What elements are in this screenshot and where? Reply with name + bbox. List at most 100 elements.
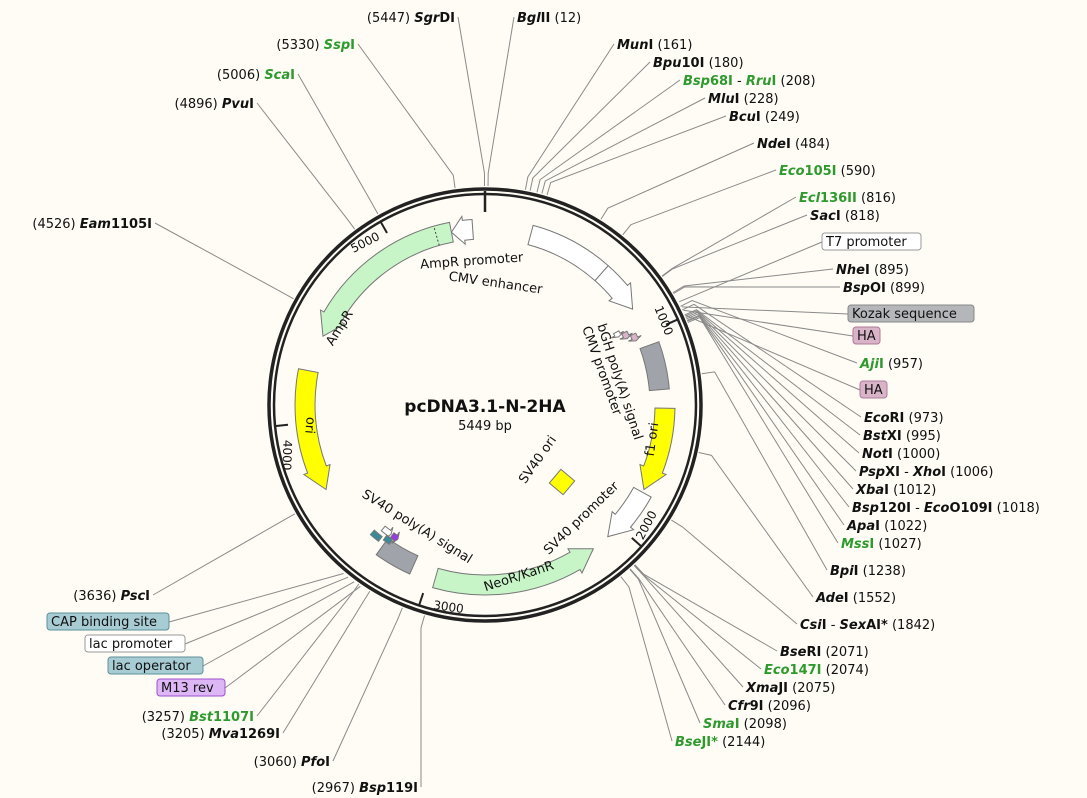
paren: ( [874,263,879,278]
enzyme-position: 3205 [166,727,199,742]
enzyme-site-xbai[interactable]: XbaI (1012) [855,483,936,498]
paren: ) [806,699,811,714]
enzyme-name-suffix: 119I [386,781,418,796]
enzyme-position: 249 [770,110,795,125]
neor-kanr-arc[interactable] [432,548,595,596]
enzyme-site-bpu10i[interactable]: Bpu10I (180) [653,56,744,71]
enzyme-site-mlui[interactable]: MluI (228) [708,92,779,107]
enzyme-site-adei[interactable]: AdeI (1552) [815,591,896,606]
enzyme-site-eam1105i[interactable]: (4526) Eam1105I [32,217,152,232]
enzyme-site-sspi[interactable]: (5330) SspI [276,38,355,53]
feature-tag-t7-promoter[interactable]: T7 promoter [821,232,922,251]
enzyme-site-bseji*[interactable]: BseJI* (2144) [675,735,765,750]
sv40-ori-mark[interactable] [548,468,576,496]
paren: ) [810,74,815,89]
feature-tag-lac-promoter[interactable]: lac promoter [84,634,186,653]
enzyme-name-suffix: 147I [790,663,822,678]
feature-tag-cap-binding-site[interactable]: CAP binding site [46,612,170,631]
enzyme-site-apai[interactable]: ApaI (1022) [846,519,927,534]
enzyme-site-bpii[interactable]: BpiI (1238) [830,564,906,579]
enzyme-site-saci[interactable]: SacI (818) [810,209,880,224]
ha-arc-1[interactable] [619,330,633,340]
enzyme-name-suffix: 9I [750,699,764,714]
feature-tag-m13-rev[interactable]: M13 rev [156,678,226,697]
enzyme-site-xmaji[interactable]: XmaJI (2075) [745,681,835,696]
feature-tag-kozak-sequence[interactable]: Kozak sequence [847,304,975,323]
enzyme-site-ecl136ii[interactable]: Ecl136II (816) [799,191,896,206]
enzyme-site-eco105i[interactable]: Eco105I (590) [779,164,876,179]
enzyme-position: 484 [800,137,825,152]
enzyme-site-ecori[interactable]: EcoRI (973) [864,411,944,426]
f1-ori-arc[interactable] [639,407,676,491]
enzyme-site-ajii[interactable]: AjiI (957) [859,357,923,372]
enzyme-position: 1006 [955,465,988,480]
enzyme-position: 2074 [831,663,864,678]
enzyme-site-sgrdi[interactable]: (5447) SgrDI [367,11,455,26]
enzyme-site-muni[interactable]: MunI (161) [617,38,692,53]
feature-tag-ha[interactable]: HA [859,380,888,399]
enzyme-position: 995 [911,429,936,444]
feature-tag-ha[interactable]: HA [852,326,881,345]
enzyme-name-italic: Ade [815,591,844,606]
enzyme-site-bcui[interactable]: BcuI (249) [729,110,800,125]
enzyme-site-mssi[interactable]: MssI (1027) [841,537,922,552]
feature-label-f1-ori[interactable]: f1 ori [643,422,663,458]
m13-rev-arc[interactable] [389,531,400,544]
feature-tag-lac-operator[interactable]: lac operator [107,656,204,675]
paren: ( [175,97,180,112]
enzyme-position: 2967 [317,781,350,796]
enzyme-site-scai[interactable]: (5006) ScaI [217,68,295,83]
paren: ) [920,281,925,296]
enzyme-site-bglii[interactable]: BglII (12) [517,11,581,26]
t7-promoter-arc[interactable] [611,330,624,339]
enzyme-site-noti[interactable]: NotI (1000) [862,447,940,462]
enzyme-site-eco147i[interactable]: Eco147I (2074) [764,663,869,678]
leader-line [698,452,814,598]
enzyme-site-bspoi[interactable]: BspOI (899) [843,281,925,296]
enzyme-site-csii-sexai*[interactable]: CsiI - SexAI* (1842) [800,618,935,633]
enzyme-name-suffix: 1107I [213,710,254,725]
enzyme-site-smai[interactable]: SmaI (2098) [703,717,787,732]
enzyme-site-mva1269i[interactable]: (3205) Mva1269I [161,727,280,742]
enzyme-name-italic: Bsp [852,501,879,516]
paren: ) [891,591,896,606]
enzyme-site-bseri[interactable]: BseRI (2071) [780,645,869,660]
enzyme-site-bstxi[interactable]: BstXI (995) [863,429,941,444]
ampr-promoter-arc[interactable] [450,215,474,246]
enzyme-name-suffix: 10I [681,56,704,71]
separator: - [911,501,924,516]
bgh-polya-arc[interactable] [639,341,670,392]
feature-label-ampr-promoter[interactable]: AmpR promoter [420,250,525,272]
paren: ( [893,483,898,498]
sv40-promoter-arc[interactable] [607,486,652,538]
feature-label-ori[interactable]: ori [301,416,317,434]
tick-mark [380,222,388,234]
enzyme-name-italic: Apa [846,519,875,534]
leader-lines [152,16,862,788]
cap-site-arc[interactable] [369,529,383,543]
enzyme-name-italic: Bpi [830,564,854,579]
enzyme-site-bsp120i-ecoo109i[interactable]: Bsp120I - EcoO109I (1018) [852,501,1040,516]
enzyme-site-cfr9i[interactable]: Cfr9I (2096) [728,699,811,714]
enzyme-name-italic: Bsp [359,781,386,796]
paren: ) [891,191,896,206]
ha-arc-2[interactable] [628,332,642,342]
enzyme-site-pvui[interactable]: (4896) PvuI [175,97,255,112]
enzyme-site-psci[interactable]: (3636) PscI [73,589,150,604]
enzyme-site-bsp119i[interactable]: (2967) Bsp119I [312,781,418,796]
enzyme-site-pfoi[interactable]: (3060) PfoI [254,755,330,770]
leader-line [297,73,379,215]
enzyme-site-pspxi-xhoi[interactable]: PspXI - XhoI (1006) [859,465,993,480]
leader-line [154,222,294,300]
enzyme-name-suffix: I [772,74,777,89]
cmv-promoter-arc[interactable] [594,264,634,310]
enzyme-site-ndei[interactable]: NdeI (484) [757,137,830,152]
enzyme-position: 208 [786,74,811,89]
ori-arc[interactable] [294,368,331,491]
enzyme-site-nhei[interactable]: NheI (895) [836,263,909,278]
ampr-arc[interactable] [319,221,454,338]
enzyme-position: 3060 [259,755,292,770]
enzyme-site-bst1107i[interactable]: (3257) Bst1107I [142,710,254,725]
paren: ) [935,447,940,462]
enzyme-site-bsp68i-rrui[interactable]: Bsp68I - RruI (208) [683,74,816,89]
